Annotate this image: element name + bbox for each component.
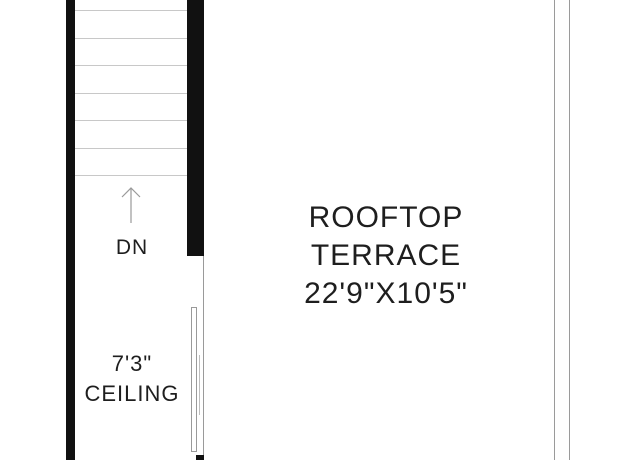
ceiling-height-value: 7'3" [111, 351, 153, 376]
up-arrow-icon [121, 187, 141, 223]
stair-tread [75, 65, 187, 66]
stair-tread [75, 175, 187, 176]
bottom-wall-stub [196, 455, 204, 460]
terrace-name-line2: TERRACE [310, 239, 462, 272]
stair-tread [75, 10, 187, 11]
right-wall-outer [569, 0, 570, 460]
stair-tread [75, 120, 187, 121]
stair-tread [75, 147, 187, 149]
door-frame-right [196, 307, 197, 452]
terrace-name-line1: ROOFTOP [308, 201, 464, 234]
door-panel [199, 355, 200, 415]
ceiling-height-label: CEILING [84, 381, 180, 406]
stair-tread [75, 92, 187, 94]
door-frame-left [191, 307, 192, 452]
left-exterior-wall [66, 0, 75, 460]
terrace-dimensions: 22'9"X10'5" [304, 277, 468, 310]
stair-partition-wall [187, 0, 204, 256]
right-wall-inner [554, 0, 555, 460]
door-frame-top [191, 307, 197, 308]
door-frame-bottom [191, 451, 197, 452]
stairs-direction-label: DN [115, 236, 149, 259]
stair-tread [75, 37, 187, 39]
partition-wall-thin [203, 256, 204, 460]
